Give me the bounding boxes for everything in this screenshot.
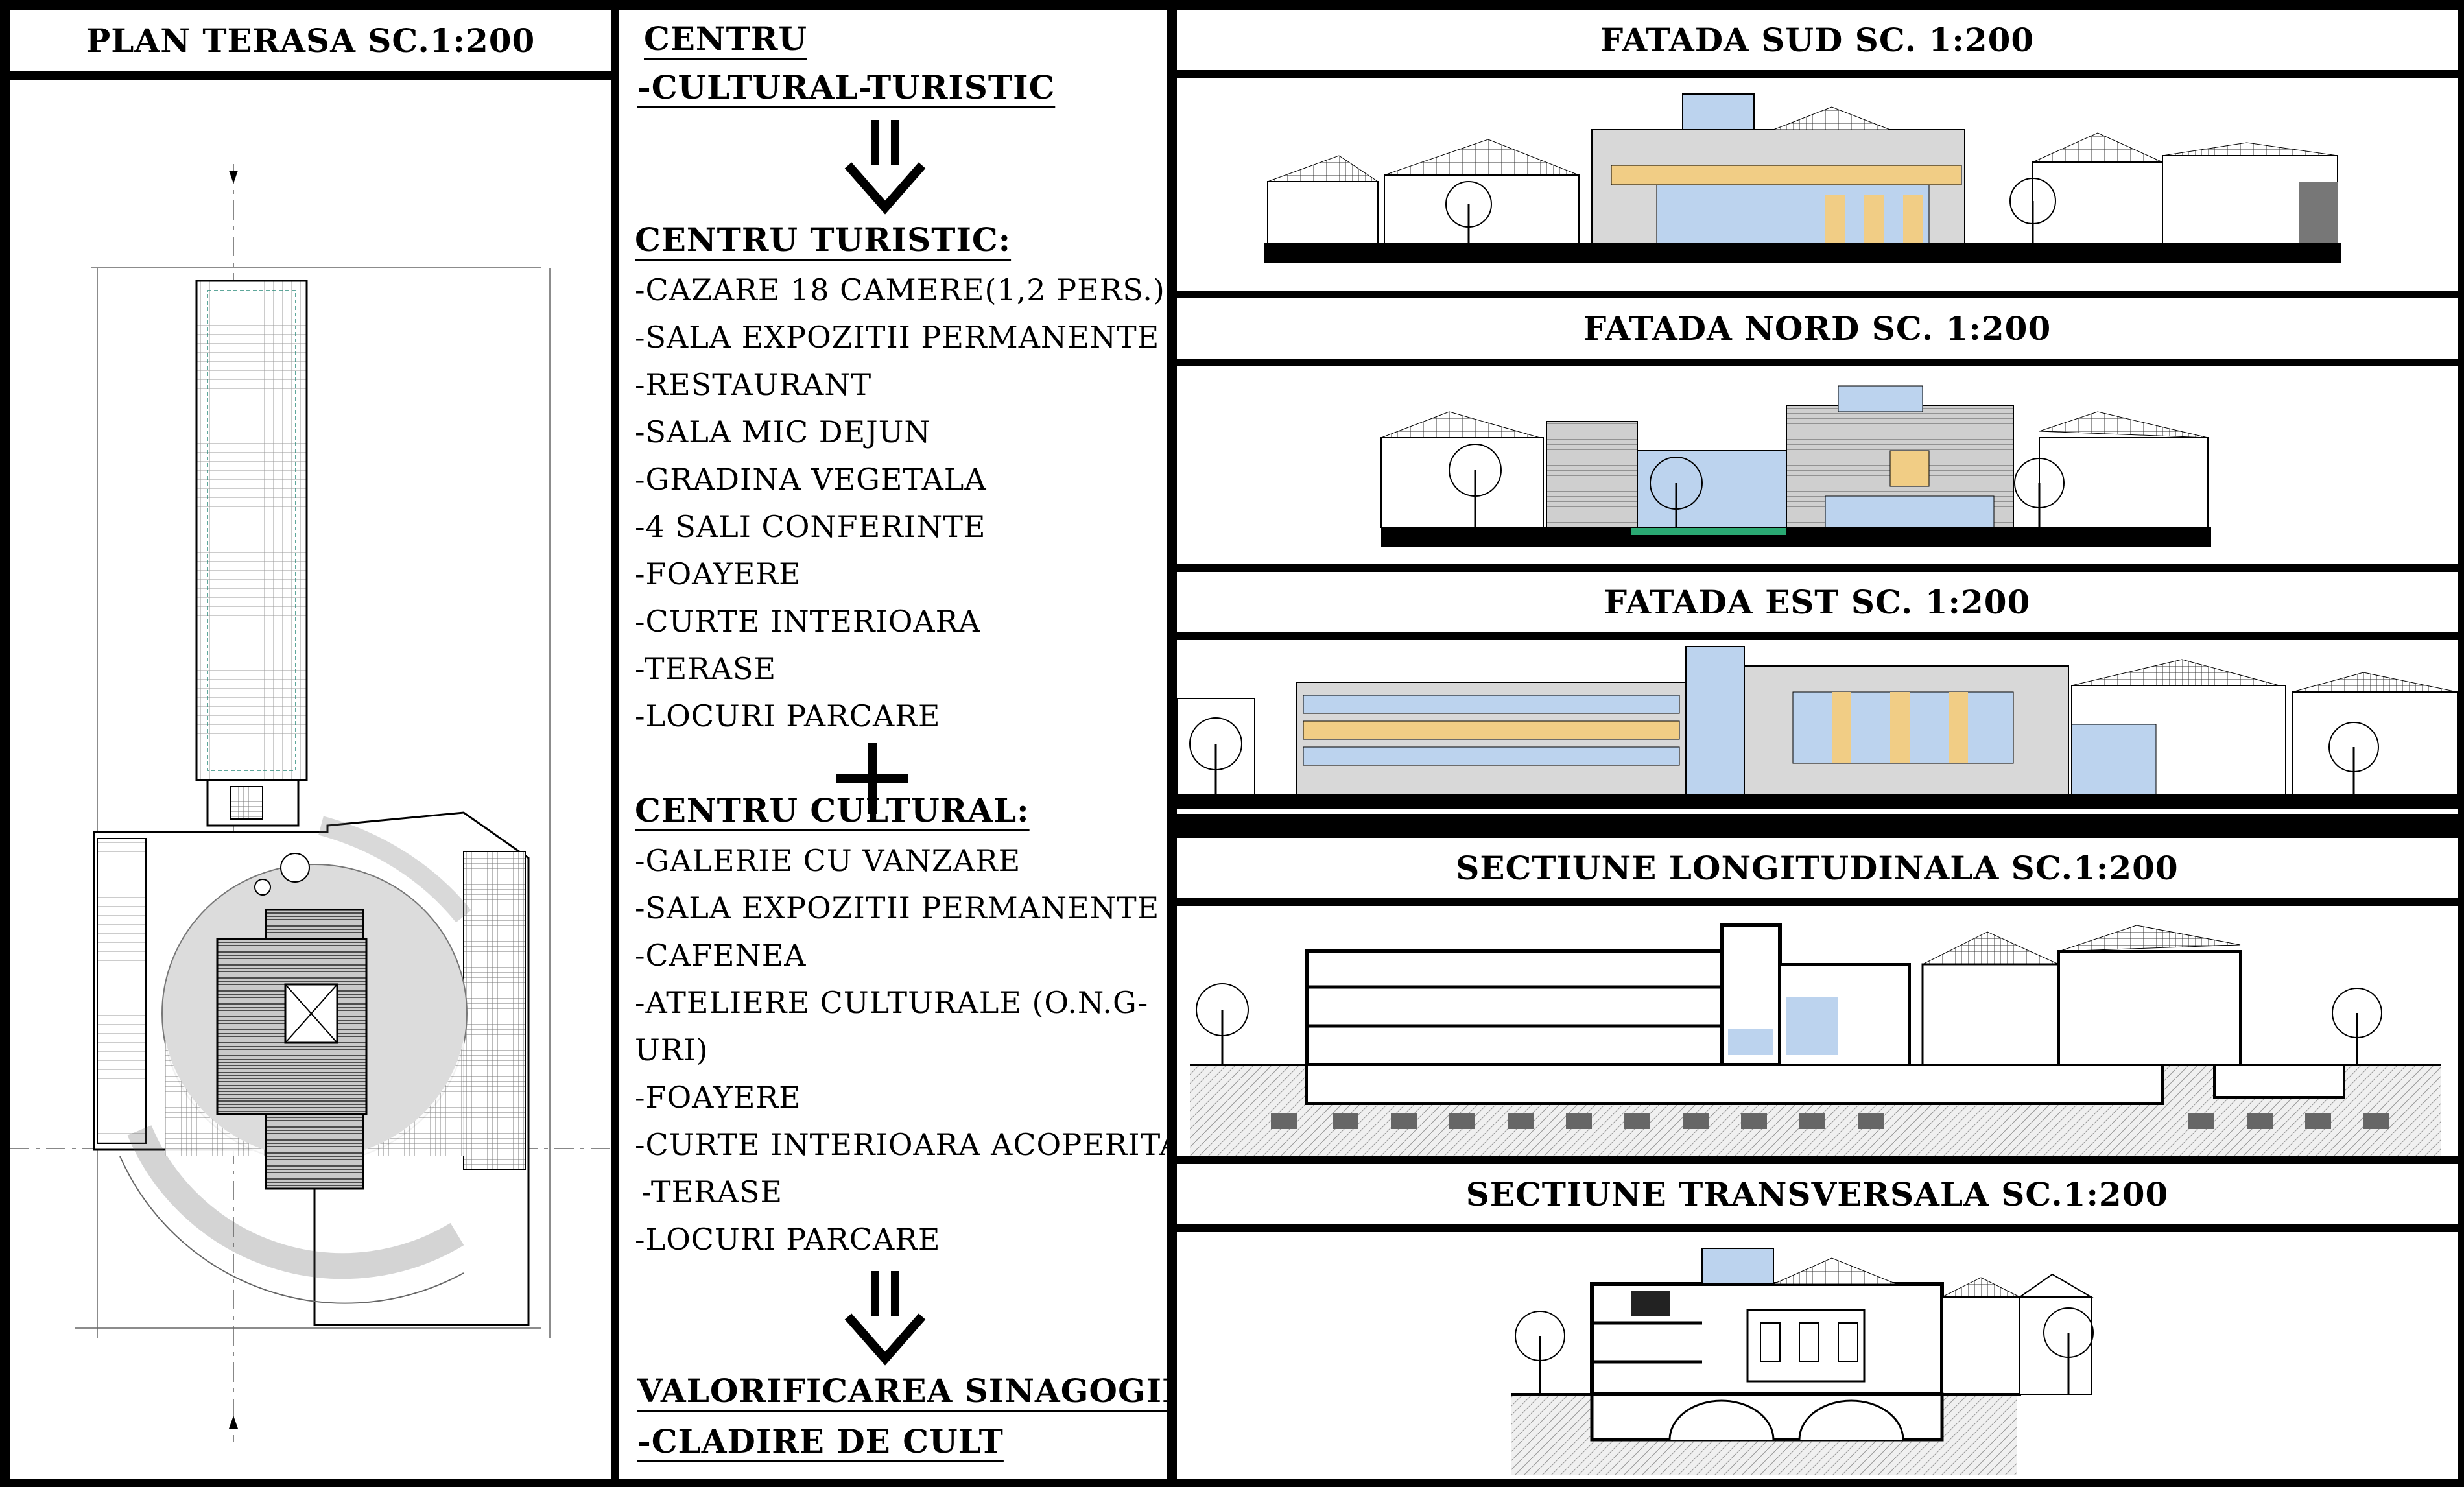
section-transversal-title-text: SECTIUNE TRANSVERSALA SC.1:200 — [1465, 1175, 2169, 1213]
plan-title-text: PLAN TERASA SC.1:200 — [86, 21, 536, 60]
list-item: -SALA MIC DEJUN — [635, 414, 931, 449]
list-item: -CURTE INTERIOARA ACOPERITA — [635, 1127, 1167, 1162]
program-panel: CENTRU -CULTURAL-TURISTIC CENTRU TURISTI… — [619, 10, 1167, 1479]
list-item: -4 SALI CONFERINTE — [635, 509, 986, 544]
heading-centru: CENTRU — [644, 19, 807, 58]
elevation-north-title: FATADA NORD SC. 1:200 — [1177, 298, 2458, 359]
list-item: -CAZARE 18 CAMERE(1,2 PERS.) — [635, 272, 1165, 307]
section-transversal-title: SECTIUNE TRANSVERSALA SC.1:200 — [1177, 1164, 2458, 1224]
list-item: -FOAYERE — [635, 556, 801, 591]
list-item: -LOCURI PARCARE — [635, 698, 941, 733]
list-item: -CURTE INTERIOARA — [635, 604, 981, 639]
elevation-north-title-text: FATADA NORD SC. 1:200 — [1583, 309, 2052, 348]
double-down-arrow-icon — [844, 120, 926, 215]
heading-centru-cultural: CENTRU CULTURAL: — [635, 791, 1030, 829]
elevation-north-drawing — [1380, 385, 2211, 547]
elevation-east-panel — [1177, 640, 2458, 822]
elevation-south-drawing — [1264, 93, 2341, 263]
elevation-east-title: FATADA EST SC. 1:200 — [1177, 572, 2458, 632]
heading-cladire-de-cult: -CLADIRE DE CULT — [637, 1422, 1004, 1460]
heading-valorificarea-sinagogiei: VALORIFICAREA SINAGOGIEI — [637, 1372, 1167, 1410]
heading-centru-turistic: CENTRU TURISTIC: — [635, 220, 1012, 259]
list-item: -TERASE — [641, 1174, 783, 1209]
section-longitudinal-title: SECTIUNE LONGITUDINALA SC.1:200 — [1177, 838, 2458, 898]
elevation-south-title-text: FATADA SUD SC. 1:200 — [1600, 21, 2035, 59]
plus-icon — [836, 743, 908, 814]
elevation-east-drawing — [1177, 646, 2458, 822]
list-item: -SALA EXPOZITII PERMANENTE — [635, 890, 1160, 925]
section-transversal-panel — [1177, 1232, 2458, 1479]
section-longitudinal-title-text: SECTIUNE LONGITUDINALA SC.1:200 — [1456, 849, 2179, 887]
section-transversal-drawing — [1511, 1248, 2094, 1475]
list-item: -ATELIERE CULTURALE (O.N.G- — [635, 985, 1149, 1020]
list-item: -TERASE — [635, 651, 777, 686]
double-down-arrow-icon — [844, 1271, 926, 1366]
plan-title: PLAN TERASA SC.1:200 — [10, 10, 611, 71]
plan-drawing-panel — [10, 80, 611, 1479]
section-longitudinal-drawing — [1190, 923, 2441, 1156]
elevation-north-panel — [1177, 366, 2458, 564]
section-longitudinal-panel — [1177, 906, 2458, 1156]
roof-plan-drawing — [10, 164, 611, 1442]
list-item: -FOAYERE — [635, 1080, 801, 1115]
list-item: -GALERIE CU VANZARE — [635, 843, 1021, 878]
list-item: -GRADINA VEGETALA — [635, 462, 987, 497]
list-item: -RESTAURANT — [635, 367, 872, 402]
elevation-south-title: FATADA SUD SC. 1:200 — [1177, 10, 2458, 70]
list-item: -SALA EXPOZITII PERMANENTE — [635, 320, 1160, 355]
elevation-east-title-text: FATADA EST SC. 1:200 — [1604, 583, 2031, 621]
heading-cultural-turistic: -CULTURAL-TURISTIC — [637, 68, 1056, 106]
list-item: -CAFENEA — [635, 938, 807, 973]
list-item: URI) — [635, 1032, 709, 1067]
elevation-south-panel — [1177, 78, 2458, 291]
list-item: -LOCURI PARCARE — [635, 1222, 941, 1257]
